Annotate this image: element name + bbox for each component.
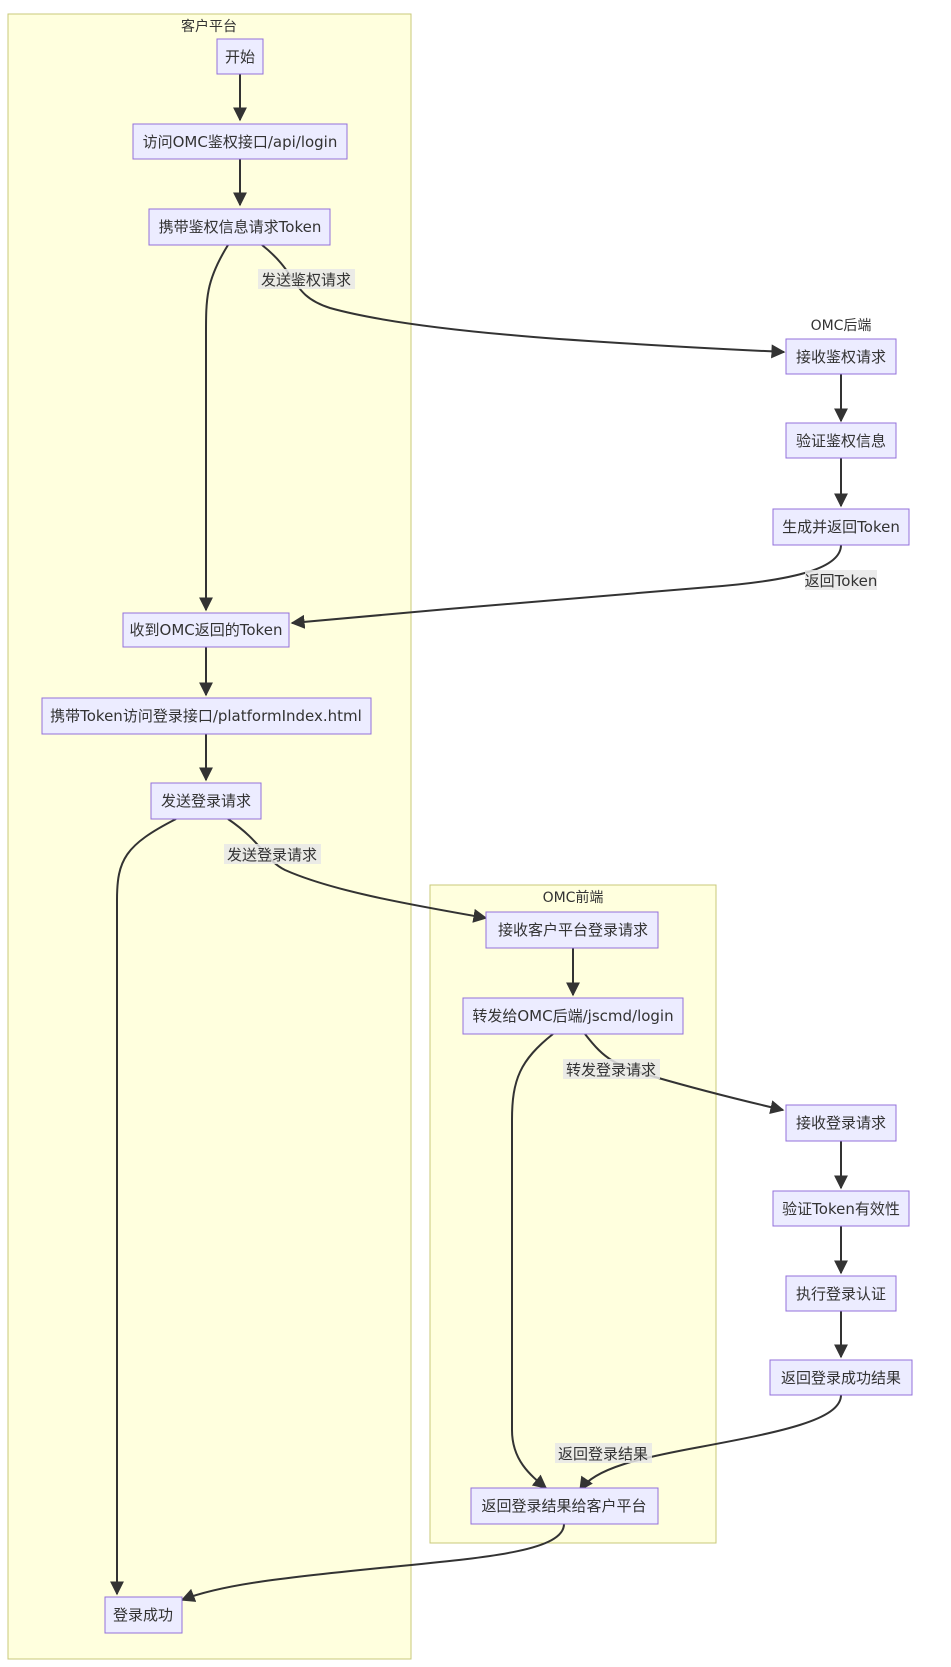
svg-text:发送登录请求: 发送登录请求 [227, 846, 317, 864]
node-receive-client-login: 接收客户平台登录请求 [485, 911, 659, 949]
cluster-title-client: 客户平台 [181, 18, 237, 35]
edge-sendlogin-recvclient [227, 818, 488, 923]
edge-label-forward-login: 转发登录请求 [563, 1059, 660, 1079]
svg-text:携带鉴权信息请求Token: 携带鉴权信息请求Token [159, 218, 322, 236]
svg-text:登录成功: 登录成功 [113, 1606, 173, 1624]
node-received-token: 收到OMC返回的Token [122, 612, 290, 648]
svg-text:收到OMC返回的Token: 收到OMC返回的Token [130, 621, 283, 639]
node-request-token: 携带鉴权信息请求Token [148, 208, 331, 246]
svg-text:发送鉴权请求: 发送鉴权请求 [261, 271, 351, 289]
edge-sendlogin-success [110, 818, 177, 1596]
svg-text:返回Token: 返回Token [805, 572, 878, 590]
svg-text:生成并返回Token: 生成并返回Token [782, 518, 900, 536]
node-send-login-request: 发送登录请求 [150, 782, 262, 820]
node-forward-to-backend: 转发给OMC后端/jscmd/login [462, 997, 684, 1035]
node-execute-login-auth: 执行登录认证 [785, 1275, 897, 1312]
svg-text:执行登录认证: 执行登录认证 [796, 1285, 886, 1303]
node-start: 开始 [216, 38, 264, 75]
edge-label-send-auth: 发送鉴权请求 [258, 269, 355, 289]
node-generate-token: 生成并返回Token [772, 508, 910, 546]
edge-label-return-result: 返回登录结果 [555, 1443, 652, 1463]
node-receive-login-request: 接收登录请求 [785, 1104, 897, 1142]
svg-text:返回登录成功结果: 返回登录成功结果 [781, 1369, 901, 1387]
node-return-success-result: 返回登录成功结果 [769, 1359, 913, 1396]
node-access-login-page: 携带Token访问登录接口/platformIndex.html [41, 697, 372, 735]
edge-forward-returnclient [511, 1033, 554, 1489]
svg-text:接收登录请求: 接收登录请求 [796, 1114, 886, 1132]
edges [110, 74, 848, 1602]
edge-label-send-login: 发送登录请求 [224, 844, 321, 864]
svg-text:访问OMC鉴权接口/api/login: 访问OMC鉴权接口/api/login [143, 133, 338, 151]
svg-text:验证Token有效性: 验证Token有效性 [782, 1200, 900, 1218]
svg-text:返回登录结果给客户平台: 返回登录结果给客户平台 [481, 1497, 646, 1515]
node-verify-token: 验证Token有效性 [772, 1190, 910, 1227]
svg-text:接收客户平台登录请求: 接收客户平台登录请求 [498, 921, 648, 939]
svg-text:开始: 开始 [225, 48, 255, 66]
node-receive-auth-request: 接收鉴权请求 [785, 338, 897, 375]
svg-text:转发给OMC后端/jscmd/login: 转发给OMC后端/jscmd/login [472, 1007, 673, 1025]
edge-returnsuccess-returnclient [579, 1394, 842, 1492]
svg-text:返回登录结果: 返回登录结果 [558, 1445, 648, 1463]
svg-text:验证鉴权信息: 验证鉴权信息 [796, 432, 886, 450]
edge-returnclient-success [180, 1523, 565, 1602]
edge-gen-gottoken [290, 544, 842, 629]
node-return-result-to-client: 返回登录结果给客户平台 [470, 1487, 659, 1525]
edge-label-return-token: 返回Token [805, 570, 878, 590]
node-login-success: 登录成功 [104, 1596, 183, 1634]
cluster-title-backend: OMC后端 [811, 318, 872, 334]
cluster-client-platform: 客户平台 [7, 13, 412, 1660]
edge-reqtoken-gottoken [199, 244, 229, 612]
node-verify-auth-info: 验证鉴权信息 [785, 422, 897, 459]
svg-text:接收鉴权请求: 接收鉴权请求 [796, 348, 886, 366]
svg-text:携带Token访问登录接口/platformIndex.ht: 携带Token访问登录接口/platformIndex.html [50, 707, 362, 725]
cluster-title-frontend: OMC前端 [543, 889, 604, 906]
node-access-auth-api: 访问OMC鉴权接口/api/login [132, 123, 348, 160]
svg-text:发送登录请求: 发送登录请求 [161, 792, 251, 810]
svg-text:转发登录请求: 转发登录请求 [566, 1061, 656, 1079]
